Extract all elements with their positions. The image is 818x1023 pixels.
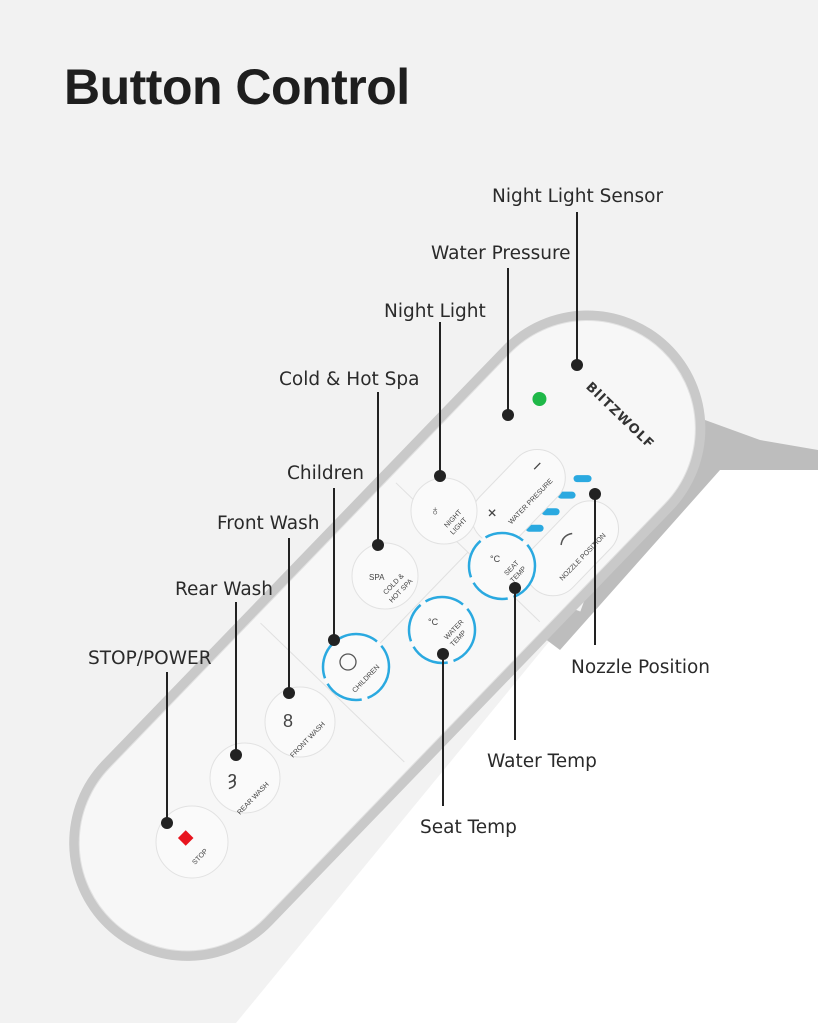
night-light-sensor — [532, 391, 547, 406]
children-icon — [339, 653, 357, 671]
callout-nozzle-position: Nozzle Position — [571, 657, 710, 678]
callout-water-temp: Water Temp — [487, 751, 597, 772]
spa-icon: SPA — [369, 573, 385, 582]
page-title: Button Control — [64, 59, 410, 115]
rear-wash-button[interactable]: ȝ REAR WASH — [209, 742, 281, 816]
pressure-led — [541, 508, 560, 516]
nozzle-icon — [560, 532, 573, 546]
stop-led — [177, 830, 194, 846]
night-light-button[interactable]: ♁ NIGHT LIGHT — [410, 477, 478, 545]
bulb-icon: ♁ — [430, 502, 441, 518]
callout-front-wash: Front Wash — [217, 513, 319, 534]
callout-night-light-sensor: Night Light Sensor — [492, 186, 663, 207]
rear-wash-icon: ȝ — [228, 768, 237, 790]
callout-cold-hot-spa: Cold & Hot Spa — [279, 369, 420, 390]
front-wash-icon: 8 — [283, 711, 293, 731]
water-pressure-button[interactable]: + − WATER PRESURE — [460, 438, 577, 556]
water-temp-degree-icon: °C — [428, 617, 439, 627]
seat-temp-degree-icon: °C — [490, 554, 501, 564]
pressure-led — [557, 491, 576, 499]
callout-stop-power: STOP/POWER — [88, 648, 212, 669]
callout-water-pressure: Water Pressure — [431, 243, 571, 264]
callout-seat-temp: Seat Temp — [420, 817, 517, 838]
children-button[interactable]: CHILDREN — [321, 632, 391, 702]
front-wash-button[interactable]: 8 FRONT WASH — [264, 686, 336, 759]
callout-lines — [166, 212, 596, 823]
pressure-led — [525, 524, 544, 532]
pressure-led — [573, 475, 592, 483]
cold-hot-spa-button[interactable]: SPA COLD & HOT SPA — [351, 542, 419, 610]
seat-temp-button[interactable]: °C SEAT TEMP — [467, 531, 537, 601]
callout-dots — [161, 359, 601, 829]
callout-rear-wash: Rear Wash — [175, 579, 273, 600]
seat-body — [236, 450, 818, 1023]
water-temp-button[interactable]: °C WATER TEMP — [407, 595, 477, 665]
stop-button[interactable]: STOP — [155, 805, 229, 879]
callout-children: Children — [287, 463, 364, 484]
callout-night-light: Night Light — [384, 301, 486, 322]
